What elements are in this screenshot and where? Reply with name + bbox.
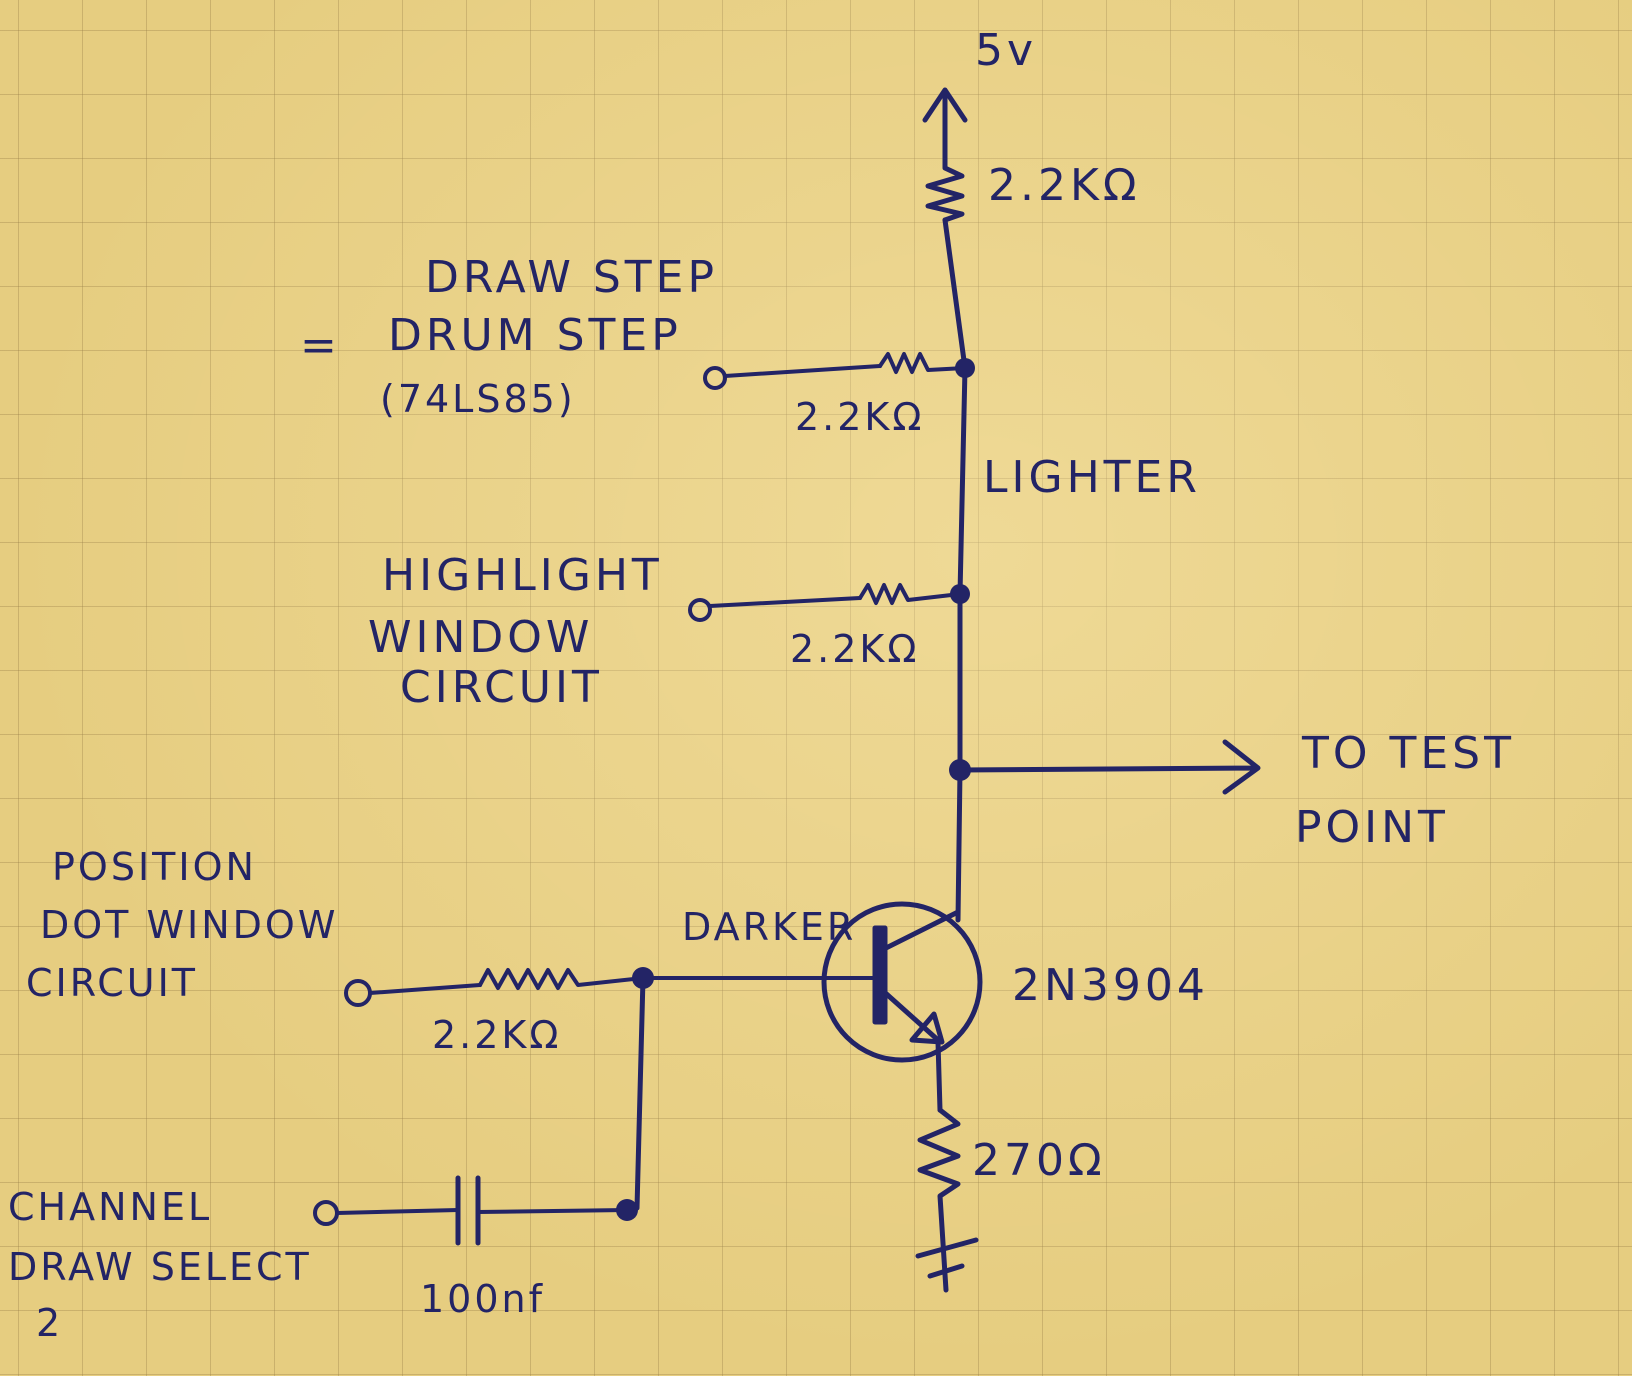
transistor-base-bar <box>872 925 888 1025</box>
emitter-resistor <box>917 1107 961 1293</box>
label-darker: DARKER <box>682 905 856 949</box>
draw-step-resistor <box>878 352 967 374</box>
label-test-2: POINT <box>1295 802 1449 853</box>
test-point-arrow <box>957 739 1261 795</box>
label-test-1: TO TEST <box>1301 728 1515 779</box>
label-highlight-3: CIRCUIT <box>400 662 603 713</box>
main-rail <box>942 217 968 923</box>
base-vertical-wire <box>634 975 646 1211</box>
base-resistor <box>478 968 645 990</box>
label-channel-1: CHANNEL <box>8 1185 212 1229</box>
label-draw-step-eq: = <box>300 320 341 371</box>
label-r-draw: 2.2KΩ <box>795 395 924 439</box>
node-channel <box>616 1199 638 1221</box>
highlight-terminal[interactable] <box>688 598 712 622</box>
label-highlight-1: HIGHLIGHT <box>382 550 663 601</box>
node-draw-step <box>955 358 975 378</box>
label-highlight-2: WINDOW <box>368 612 593 663</box>
draw-step-terminal[interactable] <box>703 366 727 390</box>
emitter-wire <box>935 1039 943 1113</box>
channel-terminal[interactable] <box>313 1200 339 1226</box>
transistor-emitter <box>879 987 945 1045</box>
supply-arrow <box>922 87 968 163</box>
label-r-emitter: 270Ω <box>972 1135 1106 1186</box>
ground-symbol <box>915 1237 979 1279</box>
transistor-body <box>821 901 983 1063</box>
label-capacitor: 100nf <box>420 1277 545 1321</box>
label-r-top: 2.2KΩ <box>988 160 1140 211</box>
label-channel-3: 2 <box>36 1301 63 1345</box>
top-resistor <box>925 157 965 223</box>
draw-step-wire <box>723 364 882 378</box>
label-transistor: 2N3904 <box>1012 960 1209 1011</box>
highlight-wire <box>708 596 862 608</box>
node-highlight <box>950 584 970 604</box>
label-r-base: 2.2KΩ <box>432 1013 561 1057</box>
label-position-2: DOT WINDOW <box>40 903 338 947</box>
label-draw-step-2: DRUM STEP <box>388 310 682 361</box>
label-r-highlight: 2.2KΩ <box>790 627 919 671</box>
transistor-collector <box>879 909 961 953</box>
label-position-1: POSITION <box>52 845 257 889</box>
label-draw-step-1: DRAW STEP <box>425 252 718 303</box>
capacitor <box>455 1175 481 1246</box>
label-position-3: CIRCUIT <box>26 961 198 1005</box>
label-lighter: LIGHTER <box>983 452 1201 503</box>
label-draw-step-3: (74LS85) <box>380 377 576 421</box>
capacitor-wire <box>476 1208 629 1214</box>
label-supply: 5v <box>975 25 1037 76</box>
label-channel-2: DRAW SELECT <box>8 1245 312 1289</box>
position-wire <box>368 983 482 995</box>
channel-wire <box>335 1208 460 1215</box>
highlight-resistor <box>858 583 962 605</box>
position-terminal[interactable] <box>344 979 372 1007</box>
